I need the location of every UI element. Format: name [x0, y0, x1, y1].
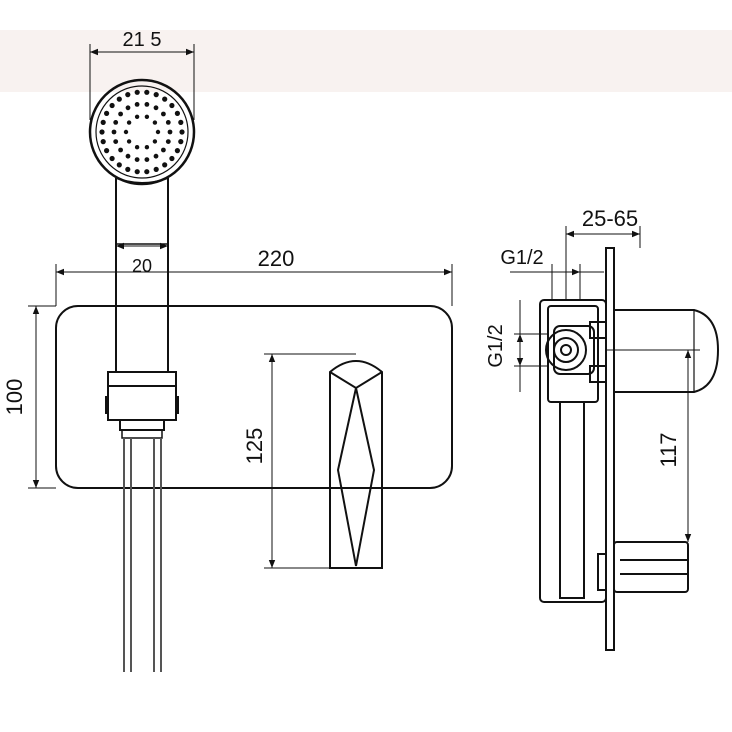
nozzle-dot	[165, 120, 171, 125]
nozzle-dot	[104, 110, 110, 116]
nozzle-dot	[161, 111, 166, 117]
nozzle-dot	[118, 147, 123, 153]
nozzle-dot	[109, 102, 115, 109]
dim-spout-height: 125	[242, 428, 267, 465]
nozzle-dot	[153, 153, 159, 159]
nozzle-dot	[125, 105, 131, 111]
dim-wall-depth: 25-65	[582, 206, 638, 231]
nozzle-dot	[144, 145, 150, 150]
nozzle-dot	[165, 139, 171, 145]
nozzle-dot	[113, 139, 119, 145]
nozzle-dot	[144, 169, 150, 175]
nozzle-dot	[104, 148, 110, 154]
nozzle-dot	[134, 157, 140, 163]
dim-plate-width: 220	[258, 246, 295, 271]
nozzle-dot	[134, 145, 140, 150]
nozzle-dot	[113, 120, 119, 125]
nozzle-dot	[144, 89, 150, 95]
nozzle-dot	[144, 157, 150, 163]
header-band	[0, 30, 732, 92]
nozzle-dot	[153, 92, 159, 98]
nozzle-dot	[134, 114, 140, 120]
nozzle-dot	[153, 105, 159, 111]
dim-shower-head-width: 21 5	[123, 29, 162, 51]
nozzle-dot	[179, 129, 185, 135]
nozzle-dot	[126, 120, 132, 125]
dim-inlet-side: G1/2	[485, 324, 507, 367]
nozzle-dot	[116, 162, 122, 168]
shower-hose	[123, 438, 162, 672]
nozzle-dot	[169, 155, 175, 162]
nozzle-dot	[152, 120, 158, 125]
nozzle-dot	[134, 89, 140, 95]
side-spout	[613, 541, 689, 593]
wall-plate	[55, 305, 453, 489]
nozzle-dot	[167, 129, 173, 135]
nozzle-dot	[125, 166, 131, 172]
nozzle-dot	[126, 139, 132, 144]
nozzle-dot	[134, 169, 140, 175]
dim-plate-height: 100	[2, 379, 27, 416]
nozzle-dot	[174, 148, 180, 154]
nozzle-dot	[162, 96, 168, 102]
nozzle-dot	[178, 139, 184, 145]
dim-inlet-top: G1/2	[500, 247, 543, 269]
nozzle-dot	[123, 129, 129, 135]
nozzle-dot	[100, 139, 106, 145]
mixer-lever	[329, 360, 383, 569]
nozzle-dot	[116, 96, 122, 102]
dim-handle-width: 20	[132, 256, 152, 276]
nozzle-dot	[152, 139, 158, 144]
nozzle-dot	[153, 166, 159, 172]
nozzle-dot	[174, 110, 180, 116]
nozzle-dot	[109, 155, 115, 162]
shower-head-icon	[88, 78, 196, 186]
shower-holder	[105, 371, 179, 421]
nozzle-dot	[144, 102, 150, 107]
nozzle-dot	[161, 147, 166, 153]
nozzle-dot	[118, 111, 123, 117]
nozzle-dot	[125, 92, 131, 98]
nozzle-dot	[100, 119, 106, 125]
valve-body-icon	[539, 299, 607, 603]
nozzle-dot	[125, 153, 131, 159]
side-lever	[614, 309, 720, 393]
nozzle-dot	[111, 129, 117, 135]
nozzle-dot	[134, 102, 140, 107]
nozzle-dot	[155, 129, 161, 135]
nozzle-dot	[144, 114, 150, 120]
side-wall-plate	[605, 247, 615, 651]
nozzle-dot	[169, 102, 175, 109]
nozzle-dot	[162, 162, 168, 168]
nozzle-dot	[99, 129, 105, 135]
dim-outlet-height: 117	[656, 432, 681, 467]
nozzle-dot	[178, 119, 184, 125]
